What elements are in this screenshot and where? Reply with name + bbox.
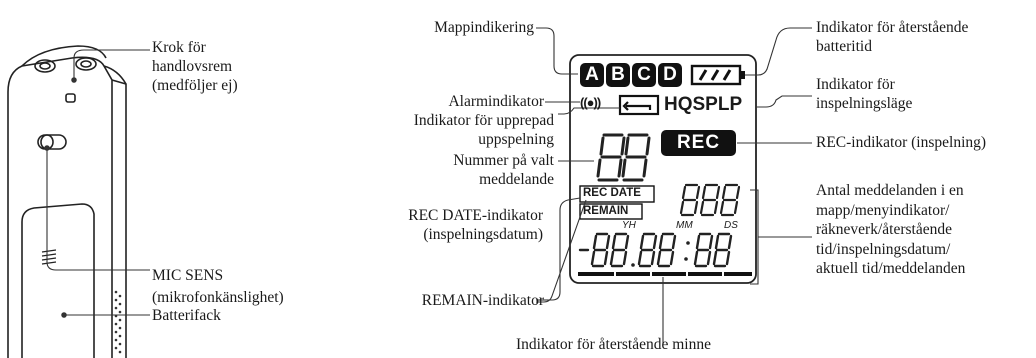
label-alarmindikator: Alarmindikator — [448, 93, 544, 110]
folder-letter-c: C — [637, 64, 651, 85]
label-inspelningslage: Indikator för inspelningsläge — [816, 76, 913, 112]
mm-label: MM — [676, 220, 693, 231]
speaker-grille — [114, 290, 122, 354]
label-upprepad: Indikator för upprepad uppspelning — [413, 112, 554, 148]
rec-indicator-box — [661, 130, 736, 156]
label-antal: Antal meddelanden i en mapp/menyindikato… — [816, 182, 966, 277]
label-rec-date-ind: REC DATE-indikator (inspelningsdatum) — [408, 207, 543, 243]
folder-d-box — [658, 63, 682, 87]
label-batterifack: Batterifack — [152, 307, 221, 324]
repeat-icon — [618, 94, 660, 116]
label-batteritid: Indikator för återstående batteritid — [816, 19, 969, 55]
label-remain-ind: REMAIN-indikator — [421, 292, 544, 309]
rec-date-text: REC DATE — [583, 187, 641, 199]
folder-letter-d: D — [663, 64, 677, 85]
folder-a-box — [580, 63, 604, 87]
time-digits — [578, 232, 733, 268]
lcd-leader-lines — [536, 27, 812, 345]
label-mappindikering: Mappindikering — [434, 19, 534, 36]
rec-text: REC — [676, 132, 721, 153]
counter-digits-top — [679, 183, 741, 217]
label-minne: Indikator för återstående minne — [516, 336, 711, 353]
battery-icon — [690, 64, 745, 86]
folder-letter-a: A — [585, 64, 599, 85]
yh-label: YH — [622, 220, 636, 231]
remain-text: REMAIN — [583, 205, 629, 217]
folder-b-box — [606, 63, 630, 87]
recording-mode-indicator: HQSPLP — [664, 94, 743, 115]
ds-label: DS — [724, 220, 738, 231]
indicator-leaders — [545, 197, 581, 301]
label-rec-ind: REC-indikator (inspelning) — [816, 134, 987, 151]
alarm-icon: ((●)) — [580, 95, 601, 110]
remain-box — [579, 203, 643, 220]
memory-bar — [578, 272, 752, 276]
device-leader-lines — [44, 49, 150, 318]
time-separators — [631, 241, 690, 267]
selected-message-digits — [596, 133, 651, 182]
rec-date-box — [579, 185, 655, 203]
folder-indicators — [580, 63, 682, 87]
label-mic-sens: MIC SENS (mikrofonkänslighet) — [152, 267, 284, 306]
label-nummer: Nummer på valt meddelande — [453, 152, 554, 188]
folder-letter-b: B — [611, 64, 625, 85]
voice-recorder-device — [7, 45, 127, 358]
label-krok: Krok för handlovsrem (medföljer ej) — [152, 39, 238, 94]
folder-c-box — [632, 63, 656, 87]
